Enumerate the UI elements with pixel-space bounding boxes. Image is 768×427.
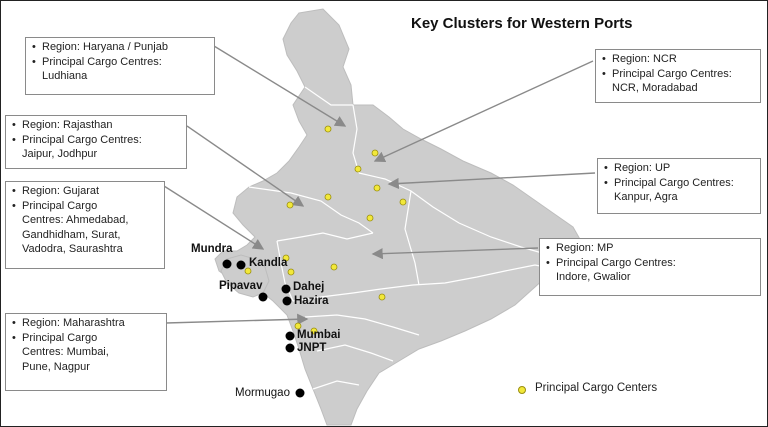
port-label-jnpt: JNPT — [297, 342, 327, 354]
callout-centres-line-1: Centres: Mumbai, — [22, 346, 109, 358]
callout-up: Region: UP Principal Cargo Centres: Kanp… — [597, 158, 761, 214]
port-label-hazira: Hazira — [294, 295, 329, 307]
callout-region: Region: Maharashtra — [12, 316, 160, 331]
callout-haryana-punjab: Region: Haryana / Punjab Principal Cargo… — [25, 37, 215, 95]
callout-centres: Jaipur, Jodhpur — [22, 148, 98, 160]
port-label-dahej: Dahej — [293, 281, 325, 293]
port-dot-dahej — [281, 284, 291, 294]
port-dot-mormugao — [295, 388, 305, 398]
callout-rajasthan: Region: Rajasthan Principal Cargo Centre… — [5, 115, 187, 169]
cargo-dot — [287, 268, 295, 276]
callout-gujarat: Region: Gujarat Principal Cargo Centres:… — [5, 181, 165, 269]
callout-centres-label: Principal Cargo Centres: — [604, 176, 754, 191]
cargo-dot — [294, 322, 302, 330]
port-label-mumbai: Mumbai — [297, 329, 341, 341]
landmass — [214, 8, 582, 426]
port-dot-hazira — [282, 296, 292, 306]
callout-centres-label: Principal Cargo Centres: — [32, 55, 208, 70]
callout-centres-line-3: Vadodra, Saurashtra — [22, 243, 123, 255]
cargo-dot — [373, 184, 381, 192]
callout-centres: NCR, Moradabad — [612, 82, 698, 94]
cargo-dot — [366, 214, 374, 222]
cargo-dot — [310, 327, 318, 335]
port-label-mormugao: Mormugao — [235, 387, 290, 399]
cargo-dot — [378, 293, 386, 301]
port-label-pipavav: Pipavav — [219, 280, 263, 292]
cargo-dot — [324, 193, 332, 201]
callout-centres-label: Principal Cargo Centres: — [12, 133, 180, 148]
callout-arrows — [163, 45, 596, 325]
callout-centres-label: Principal Cargo Centres: — [546, 256, 754, 271]
cargo-dot — [330, 263, 338, 271]
callout-centres-label: Principal Cargo Centres: — [602, 67, 754, 82]
callout-centres: Kanpur, Agra — [614, 191, 678, 203]
ports — [222, 259, 305, 398]
port-dot-mundra — [222, 259, 232, 269]
callout-centres-label: Principal Cargo — [12, 331, 160, 346]
callout-region: Region: Rajasthan — [12, 118, 180, 133]
callout-centres-line-1: Centres: Ahmedabad, — [22, 214, 129, 226]
callout-centres-line-2: Pune, Nagpur — [22, 360, 90, 373]
map-title: Key Clusters for Western Ports — [411, 15, 633, 32]
callout-region: Region: UP — [604, 161, 754, 176]
cargo-dot — [244, 267, 252, 275]
callout-centres-line-2: Gandhidham, Surat, — [22, 228, 121, 241]
cargo-dot — [399, 198, 407, 206]
port-dot-mumbai — [285, 331, 295, 341]
port-dot-kandla — [236, 260, 246, 270]
callout-ncr: Region: NCR Principal Cargo Centres: NCR… — [595, 49, 761, 103]
cargo-centers — [244, 125, 407, 335]
cargo-dot — [324, 125, 332, 133]
port-label-kandla: Kandla — [249, 257, 288, 269]
callout-region: Region: Gujarat — [12, 184, 158, 199]
cargo-dot — [371, 149, 379, 157]
cargo-dot — [354, 165, 362, 173]
callout-centres: Ludhiana — [42, 70, 88, 82]
callout-region: Region: MP — [546, 241, 754, 256]
callout-maharashtra: Region: Maharashtra Principal Cargo Cent… — [5, 313, 167, 391]
callout-centres-label: Principal Cargo — [12, 199, 158, 214]
port-dot-pipavav — [258, 292, 268, 302]
legend-label: Principal Cargo Centers — [535, 382, 658, 394]
cargo-dot — [282, 254, 290, 262]
legend-cargo-dot — [518, 386, 526, 394]
port-dot-jnpt — [285, 343, 295, 353]
callout-mp: Region: MP Principal Cargo Centres: Indo… — [539, 238, 761, 296]
cargo-dot — [286, 201, 294, 209]
callout-region: Region: NCR — [602, 52, 754, 67]
callout-centres: Indore, Gwalior — [556, 271, 631, 283]
callout-region: Region: Haryana / Punjab — [32, 40, 208, 55]
port-label-mundra: Mundra — [191, 243, 233, 255]
